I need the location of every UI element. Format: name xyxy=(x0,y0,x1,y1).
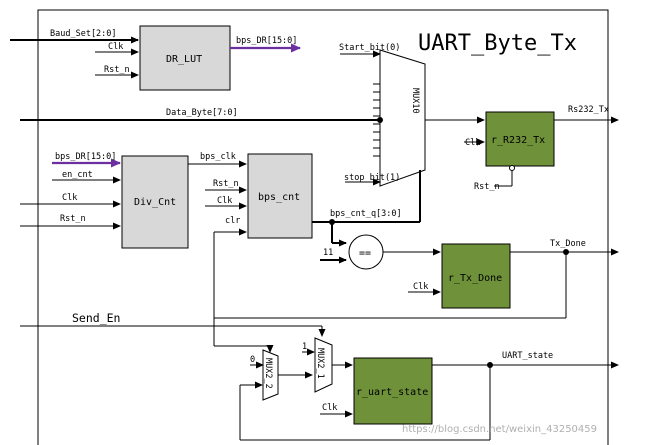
r-uart-state-label: r_uart_state xyxy=(356,387,428,398)
div-cnt-label: Div_Cnt xyxy=(134,197,176,208)
rs232-clk-label: Clk xyxy=(465,138,480,148)
const-11-label: 11 xyxy=(323,248,333,258)
r-rs232-tx-label: r_R232_Tx xyxy=(491,135,545,146)
const-1-label: 1 xyxy=(302,342,307,352)
data-byte-junction xyxy=(377,117,383,123)
tx-done-out-label: Tx_Done xyxy=(550,239,586,249)
div-cnt-clk-label: Clk xyxy=(62,193,77,203)
bps-cnt-rst-label: Rst_n xyxy=(213,179,239,189)
uart-state-clk-label: Clk xyxy=(322,403,337,413)
data-byte-label: Data_Byte[7:0] xyxy=(166,108,238,118)
bps-dr-out-label: bps_DR[15:0] xyxy=(236,36,297,46)
bps-cnt-clk-label: Clk xyxy=(217,196,232,206)
en-cnt-label: en_cnt xyxy=(62,170,93,180)
clr-label: clr xyxy=(225,216,240,226)
watermark: https://blog.csdn.net/weixin_43250459 xyxy=(402,424,597,435)
stop-bit-label: stop_bit(1) xyxy=(344,173,400,183)
dr-lut-rst-label: Rst_n xyxy=(104,65,130,75)
module-title: UART_Byte_Tx xyxy=(418,31,577,56)
start-bit-label: Start_bit(0) xyxy=(339,43,400,53)
bps-cnt-q-label: bps_cnt_q[3:0] xyxy=(330,209,402,219)
baud-set-label: Baud_Set[2:0] xyxy=(50,29,117,39)
send-en-label: Send_En xyxy=(72,311,120,325)
bps-cnt-block xyxy=(247,153,313,239)
r-uart-state-register xyxy=(353,357,433,425)
tx-done-clk-label: Clk xyxy=(413,282,428,292)
div-cnt-rst-label: Rst_n xyxy=(60,214,86,224)
dr-lut-label: DR_LUT xyxy=(166,54,202,65)
mux2-1-shape xyxy=(314,337,333,393)
const-0-label: 0 xyxy=(250,355,255,365)
mux10-label: MUX10 xyxy=(410,88,420,114)
rs232-reset-bubble xyxy=(509,165,515,171)
mux10-input-ticks xyxy=(373,83,380,157)
mux10-shape xyxy=(379,49,426,187)
r-tx-done-label: r_Tx_Done xyxy=(448,273,502,284)
comparator-label: == xyxy=(359,248,371,259)
bps-clk-label: bps_clk xyxy=(200,152,236,162)
rs232-rst-label: Rst_n xyxy=(474,182,500,192)
r-tx-done-register xyxy=(441,243,511,309)
rs232-tx-out-label: Rs232_Tx xyxy=(568,105,609,115)
r-rs232-tx-register xyxy=(485,111,555,167)
mux2-2-label: MUX2_2 xyxy=(263,358,273,389)
dr-lut-block xyxy=(139,25,231,91)
mux2-1-label: MUX2_1 xyxy=(315,348,325,379)
div-cnt-block xyxy=(121,155,189,249)
mux2-2-shape xyxy=(262,349,279,401)
bps-cnt-label: bps_cnt xyxy=(258,192,300,203)
dr-lut-clk-label: Clk xyxy=(108,42,123,52)
bps-dr-in-label: bps_DR[15:0] xyxy=(55,152,116,162)
bps-cnt-q-junction xyxy=(329,219,335,225)
uart-state-out-label: UART_state xyxy=(502,351,553,361)
